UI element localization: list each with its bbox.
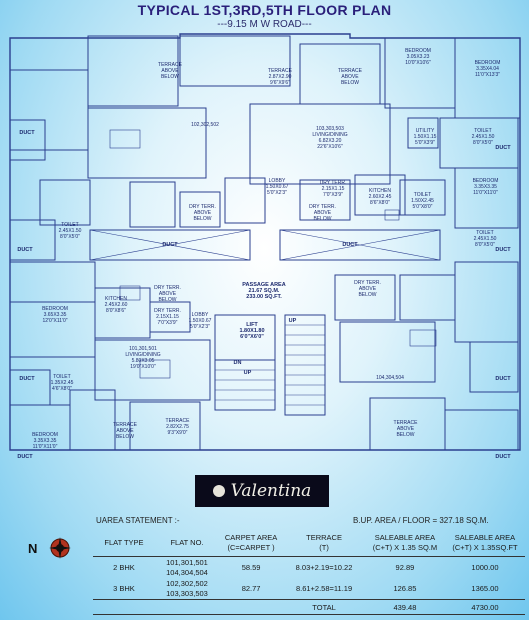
room-label: DRY TERR. 2.15X1.15 7'0"X3'9" [319, 180, 347, 198]
floor-plan-drawing [9, 33, 521, 451]
duct-label: DUCT [495, 247, 511, 253]
room-label: TERRACE 2.87X2.90 9'6"X9'6" [268, 68, 292, 86]
compass-icon: N [28, 537, 71, 559]
table-cell: 3 BHK [113, 583, 135, 593]
duct-label: DUCT [342, 242, 358, 248]
total-sqft: 4730.00 [444, 599, 525, 615]
stair-label: DN [233, 360, 242, 366]
stair-label: UP [288, 318, 297, 324]
room-label: TERRACE ABOVE BELOW [338, 68, 362, 86]
room-label: TERRACE ABOVE BELOW [393, 420, 418, 438]
room-label: BEDROOM 3.35X3.35 11'0"X11'0" [32, 432, 58, 450]
duct-label: DUCT [19, 376, 35, 382]
page-title: TYPICAL 1ST,3RD,5TH FLOOR PLAN [137, 2, 392, 18]
room-label: 103,303,503 LIVING/DINING 6.82X3.20 22'6… [312, 126, 348, 150]
table-cell: 1000.00 [471, 562, 499, 572]
table-row: 3 BHK 102,302,502 103,303,503 82.77 8.61… [93, 578, 525, 600]
table-cell: 8.61+2.58=11.19 [295, 583, 353, 593]
passage-area-label: PASSAGE AREA 21.67 SQ.M. 233.00 SQ.FT. [242, 282, 286, 300]
room-label: TERRACE ABOVE BELOW [158, 62, 182, 80]
room-label: UTILITY 1.50X1.15 5'0"X3'9" [413, 128, 437, 146]
flat-number: 104,304,504 [376, 375, 404, 381]
valentina-logo: Valentina [195, 475, 329, 507]
logo-text: Valentina [230, 481, 312, 501]
table-cell: 126.85 [393, 583, 417, 593]
room-label: BEDROOM 3.65X3.35 12'0"X11'0" [42, 306, 68, 324]
table-cell: 102,302,502 103,303,503 [166, 578, 208, 598]
flat-number: 102,302,502 [191, 122, 219, 128]
room-label: TERRACE 2.82X2.75 9'3"X9'0" [165, 418, 190, 436]
room-label: LOBBY 1.50X0.67 5'0"X2'3" [188, 312, 212, 330]
table-cell: 92.89 [395, 562, 415, 572]
room-label: KITCHEN 2.60X2.45 8'6"X8'0" [368, 188, 392, 206]
table-cell: 1365.00 [471, 583, 499, 593]
table-cell: 8.03+2.19=10.22 [295, 562, 353, 572]
room-label: BEDROOM 3.35X4.04 11'0"X13'3" [474, 60, 501, 78]
room-label: TERRACE ABOVE BELOW [113, 422, 137, 440]
stair-label: UP [243, 370, 252, 376]
table-cell: 82.77 [241, 583, 261, 593]
total-sqm: 439.48 [364, 599, 445, 615]
area-table: FLAT TYPE FLAT NO. CARPET AREA (C=CARPET… [93, 530, 525, 615]
duct-label: DUCT [495, 454, 511, 460]
area-statement-label: UAREA STATEMENT :- [96, 516, 180, 525]
room-label: TOILET 2.45X1.50 8'0"X5'0" [471, 128, 495, 146]
duct-label: DUCT [495, 145, 511, 151]
duct-label: DUCT [19, 130, 35, 136]
room-label: TOILET 1.35X2.45 4'6"X8'0" [50, 374, 74, 392]
room-label: DRY TERR. ABOVE BELOW [154, 285, 181, 303]
floor-plan: TERRACE ABOVE BELOW TERRACE 2.87X2.90 9'… [0, 30, 529, 460]
room-label: KITCHEN 2.45X2.60 8'0"X8'6" [104, 296, 128, 314]
room-label: LOBBY 1.50X0.67 5'0"X2'3" [265, 178, 289, 196]
table-header-row: FLAT TYPE FLAT NO. CARPET AREA (C=CARPET… [93, 530, 525, 557]
room-label: DRY TERR. ABOVE BELOW [354, 280, 381, 298]
table-header: SALEABLE AREA (C+T) X 1.35 SQ.M [364, 530, 445, 557]
compass-letter: N [28, 541, 37, 556]
table-header: FLAT NO. [154, 530, 220, 557]
table-total-row: TOTAL 439.48 4730.00 [93, 599, 525, 615]
table-header: TERRACE (T) [283, 530, 365, 557]
table-header: FLAT TYPE [93, 530, 155, 557]
lift-label: LIFT 1.80X1.80 6'0"X6'0" [239, 322, 265, 340]
room-label: TOILET 2.45X1.50 8'0"X5'0" [473, 230, 497, 248]
table-cell: 58.59 [241, 562, 261, 572]
table-cell: 101,301,501 104,304,504 [166, 557, 208, 577]
duct-label: DUCT [17, 247, 33, 253]
room-label: 101,301,501 LIVING/DINING 5.80X3.05 19'0… [125, 346, 161, 370]
logo-mark-icon [212, 485, 225, 497]
room-label: BEDROOM 3.05X3.23 10'0"X10'6" [405, 48, 431, 66]
room-label: BEDROOM 3.35X3.35 11'0"X11'0" [472, 178, 499, 196]
room-label: DRY TERR. ABOVE BELOW [309, 204, 336, 222]
room-label: DRY TERR. 2.15X1.15 7'0"X3'9" [154, 308, 181, 326]
duct-label: DUCT [17, 454, 33, 460]
room-label: DRY TERR. ABOVE BELOW [189, 204, 216, 222]
road-label: ---9.15 M W ROAD--- [217, 19, 312, 30]
room-label: TOILET 1.50X2.45 5'0"X8'0" [411, 192, 434, 210]
table-header: SALEABLE AREA (C+T) X 1.35SQ.FT [444, 530, 525, 557]
duct-label: DUCT [162, 242, 178, 248]
room-label: TOILET 2.45X1.50 8'0"X5'0" [58, 222, 82, 240]
table-row: 2 BHK 101,301,501 104,304,504 58.59 8.03… [93, 557, 525, 579]
table-header: CARPET AREA (C=CARPET ) [219, 530, 284, 557]
table-cell: 2 BHK [113, 562, 135, 572]
bup-area-label: B.UP. AREA / FLOOR = 327.18 SQ.M. [353, 516, 489, 525]
total-label: TOTAL [283, 599, 365, 615]
duct-label: DUCT [495, 376, 511, 382]
